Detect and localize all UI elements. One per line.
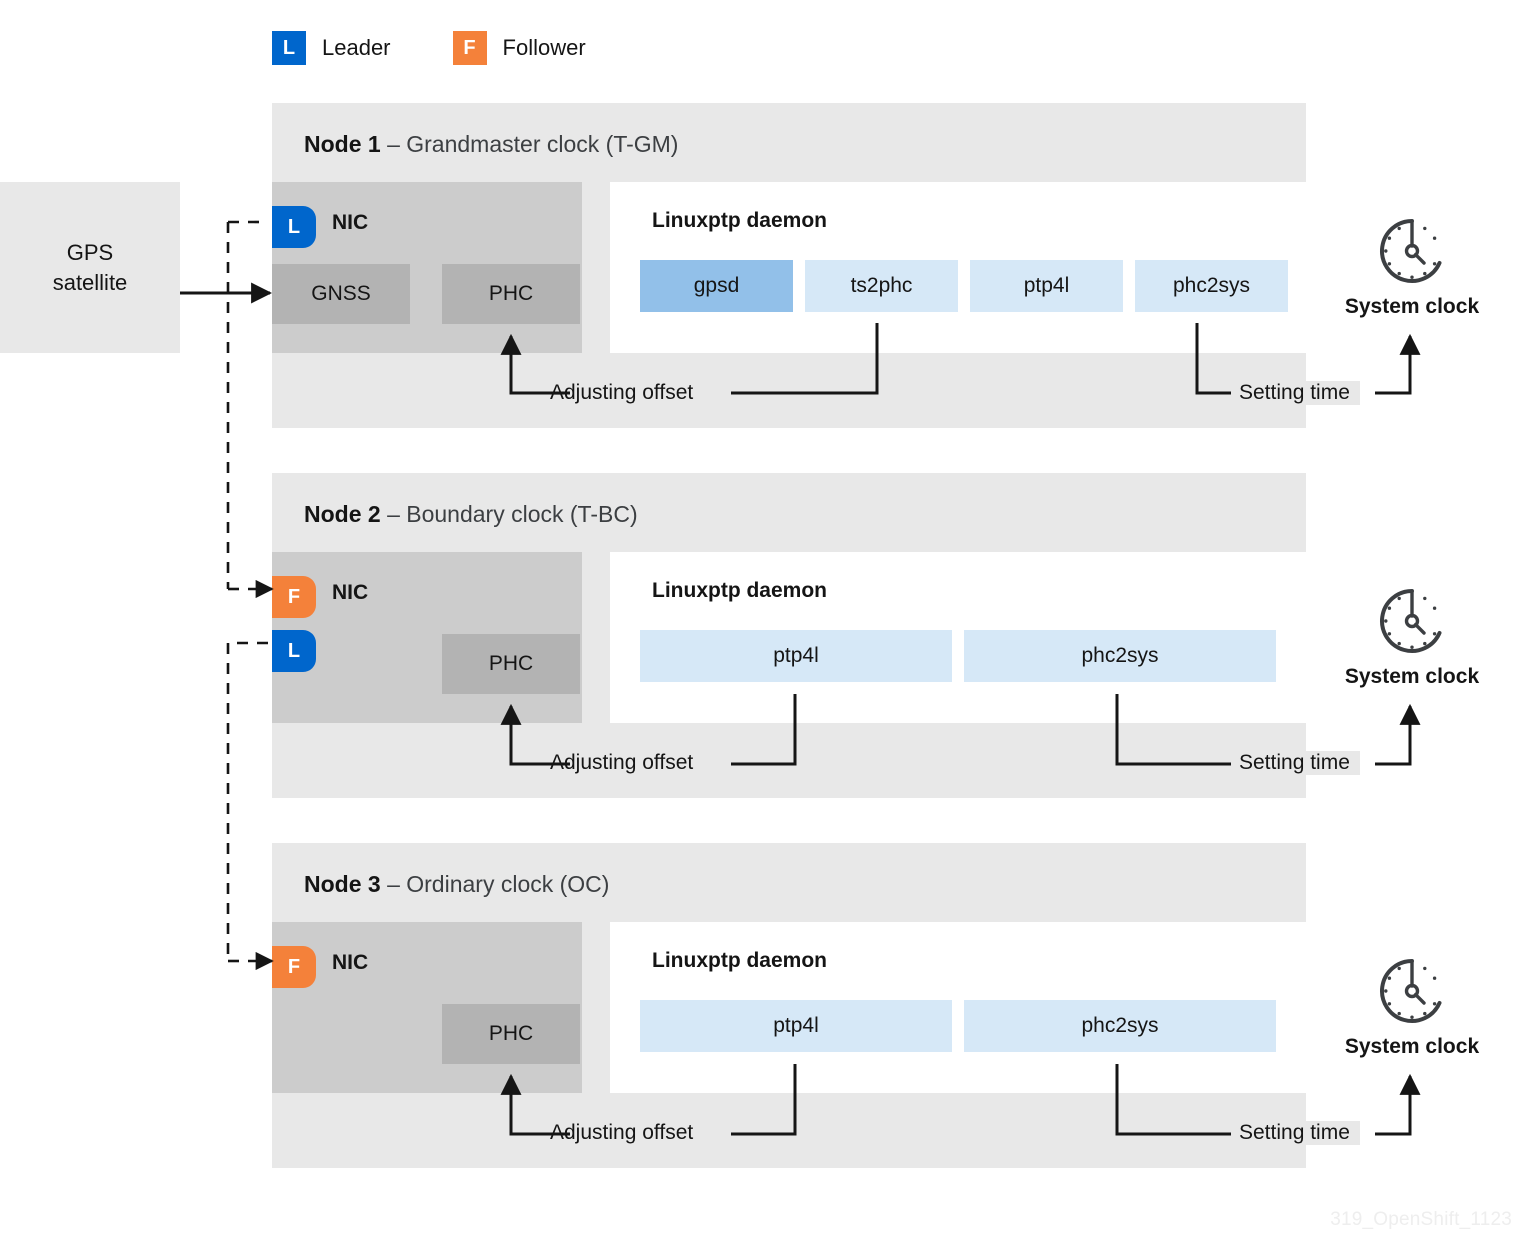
gnss-box-1: GNSS: [272, 264, 410, 324]
gps-line-1: GPS: [66, 239, 114, 265]
legend-label-follower: Follower: [502, 35, 586, 60]
system-clock-2: System clock: [1332, 583, 1492, 689]
system-clock-1: System clock: [1332, 213, 1492, 319]
setting-time-label-2: Setting time: [1229, 751, 1360, 775]
linuxptp-daemon-box-3: Linuxptp daemon ptp4l phc2sys: [610, 922, 1306, 1093]
follower-badge-node2: F: [272, 576, 316, 618]
watermark-label: 319_OpenShift_1123: [1330, 1209, 1512, 1230]
node-panel-1: Node 1 – Grandmaster clock (T-GM) L NIC …: [272, 103, 1479, 428]
process-ptp4l-node3: ptp4l: [640, 1000, 952, 1052]
node-title-3-bold: Node 3: [304, 871, 381, 897]
process-row-2: ptp4l phc2sys: [640, 630, 1276, 682]
phc-box-2: PHC: [442, 634, 580, 694]
phc-box-1: PHC: [442, 264, 580, 324]
process-gpsd: gpsd: [640, 260, 793, 312]
linuxptp-daemon-box-2: Linuxptp daemon ptp4l phc2sys: [610, 552, 1306, 723]
daemon-title-1: Linuxptp daemon: [652, 209, 827, 232]
process-phc2sys-node3: phc2sys: [964, 1000, 1276, 1052]
process-ptp4l-node2: ptp4l: [640, 630, 952, 682]
nic-label-2: NIC: [332, 581, 369, 604]
nic-box-1: L NIC GNSS PHC: [272, 182, 582, 353]
legend-label-leader: Leader: [322, 35, 391, 60]
adjusting-offset-label-3: Adjusting offset: [540, 1121, 704, 1145]
follower-chip-icon: F: [452, 31, 487, 65]
clock-icon-3: [1380, 959, 1442, 1023]
clock-icon-1: [1380, 219, 1442, 283]
system-clock-3: System clock: [1332, 953, 1492, 1059]
node-title-1: Node 1 – Grandmaster clock (T-GM): [304, 131, 678, 158]
legend: L Leader F Follower: [272, 31, 586, 65]
node2-leader-to-node3-dashed: [226, 641, 268, 963]
legend-item-follower: F Follower: [452, 31, 586, 65]
system-clock-label-1: System clock: [1344, 295, 1480, 318]
daemon-title-2: Linuxptp daemon: [652, 579, 827, 602]
follower-badge-node3: F: [272, 946, 316, 988]
node-panel-2: Node 2 – Boundary clock (T-BC) F L NIC P…: [272, 473, 1479, 798]
daemon-title-3: Linuxptp daemon: [652, 949, 827, 972]
process-row-1: gpsd ts2phc ptp4l phc2sys: [640, 260, 1288, 312]
process-phc2sys-node2: phc2sys: [964, 630, 1276, 682]
system-clock-label-3: System clock: [1344, 1035, 1480, 1058]
adjusting-offset-label-2: Adjusting offset: [540, 751, 704, 775]
node-title-1-bold: Node 1: [304, 131, 381, 157]
process-phc2sys-node1: phc2sys: [1135, 260, 1288, 312]
nic-box-3: F NIC PHC: [272, 922, 582, 1093]
process-ptp4l-node1: ptp4l: [970, 260, 1123, 312]
leader-chip-icon: L: [272, 31, 306, 65]
node-title-3: Node 3 – Ordinary clock (OC): [304, 871, 609, 898]
nic-label-3: NIC: [332, 951, 369, 974]
ptp-distribution-dashed-bus: [226, 220, 268, 591]
linuxptp-daemon-box-1: Linuxptp daemon gpsd ts2phc ptp4l phc2sy…: [610, 182, 1306, 353]
node-title-2: Node 2 – Boundary clock (T-BC): [304, 501, 638, 528]
leader-badge-node2: L: [272, 630, 316, 672]
gps-line-2: satellite: [52, 269, 128, 295]
clock-icon-2: [1380, 589, 1442, 653]
nic-label-1: NIC: [332, 211, 369, 234]
process-row-3: ptp4l phc2sys: [640, 1000, 1276, 1052]
node-title-3-rest: – Ordinary clock (OC): [380, 871, 610, 897]
gps-satellite-box: GPS satellite: [0, 182, 180, 353]
setting-time-label-1: Setting time: [1229, 381, 1360, 405]
process-ts2phc: ts2phc: [805, 260, 958, 312]
nic-box-2: F L NIC PHC: [272, 552, 582, 723]
adjusting-offset-label-1: Adjusting offset: [540, 381, 704, 405]
gps-satellite-label: GPS satellite: [53, 238, 128, 297]
node-title-1-rest: – Grandmaster clock (T-GM): [380, 131, 679, 157]
phc-box-3: PHC: [442, 1004, 580, 1064]
legend-item-leader: L Leader: [272, 31, 391, 65]
setting-time-label-3: Setting time: [1229, 1121, 1360, 1145]
node-panel-3: Node 3 – Ordinary clock (OC) F NIC PHC L…: [272, 843, 1479, 1168]
node-title-2-rest: – Boundary clock (T-BC): [380, 501, 638, 527]
leader-badge-node1: L: [272, 206, 316, 248]
system-clock-label-2: System clock: [1344, 665, 1480, 688]
node-title-2-bold: Node 2: [304, 501, 381, 527]
